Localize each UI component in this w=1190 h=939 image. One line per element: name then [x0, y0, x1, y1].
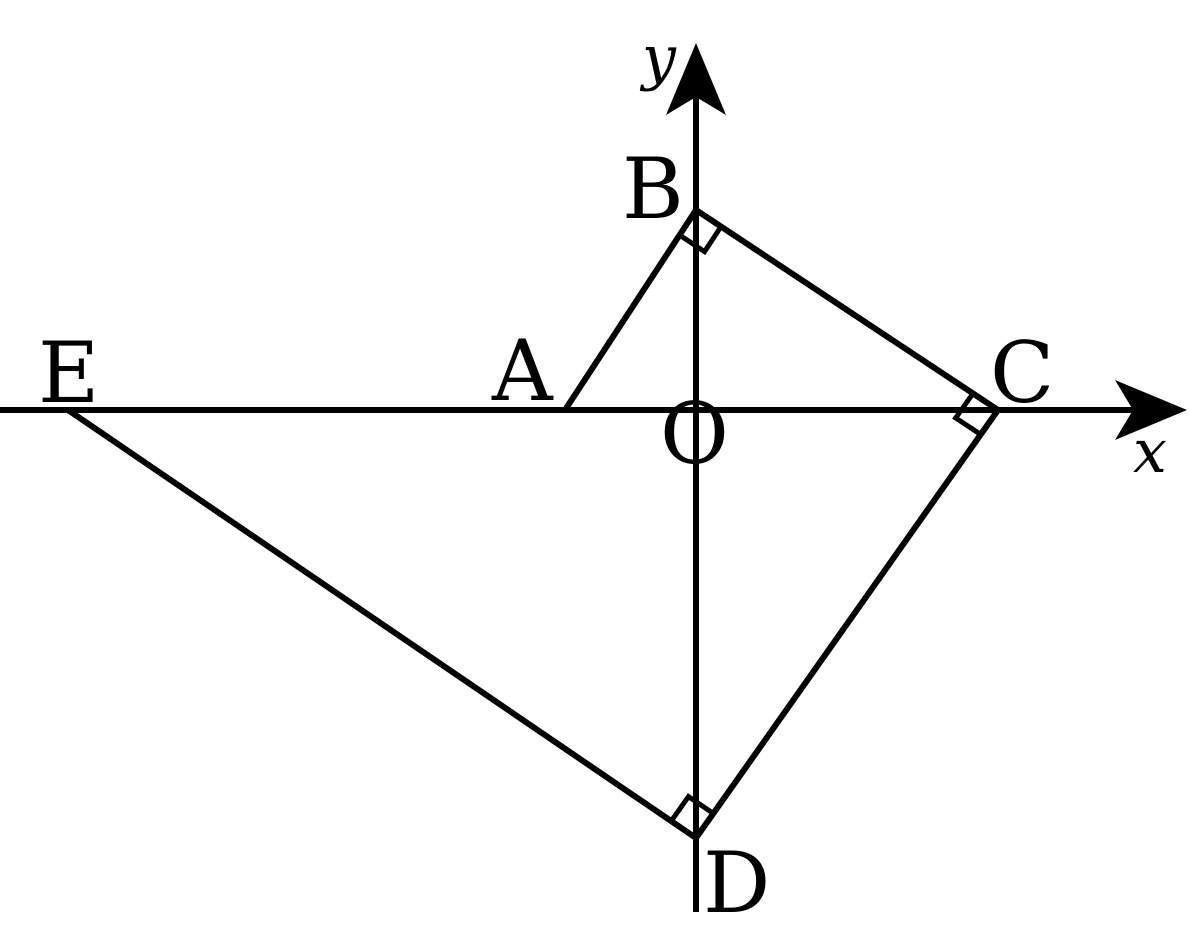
point-label-d: D	[703, 834, 770, 932]
segment-cd	[693, 408, 1001, 840]
right-angle-mark-c	[952, 391, 983, 437]
origin-label: O	[660, 385, 729, 483]
segment-de	[66, 407, 698, 841]
point-label-a: A	[491, 322, 554, 420]
segment-ab	[562, 208, 699, 412]
segments-group	[66, 207, 1001, 841]
right-angle-marks-group	[669, 225, 983, 823]
point-label-e: E	[38, 324, 99, 422]
point-label-b: B	[622, 140, 684, 238]
y-axis-label: y	[639, 23, 677, 93]
segment-bc	[694, 207, 1000, 413]
x-axis-label: x	[1133, 417, 1167, 487]
right-angle-mark-b	[678, 225, 724, 256]
point-label-c: C	[990, 324, 1054, 422]
right-angle-mark-d	[669, 793, 715, 823]
